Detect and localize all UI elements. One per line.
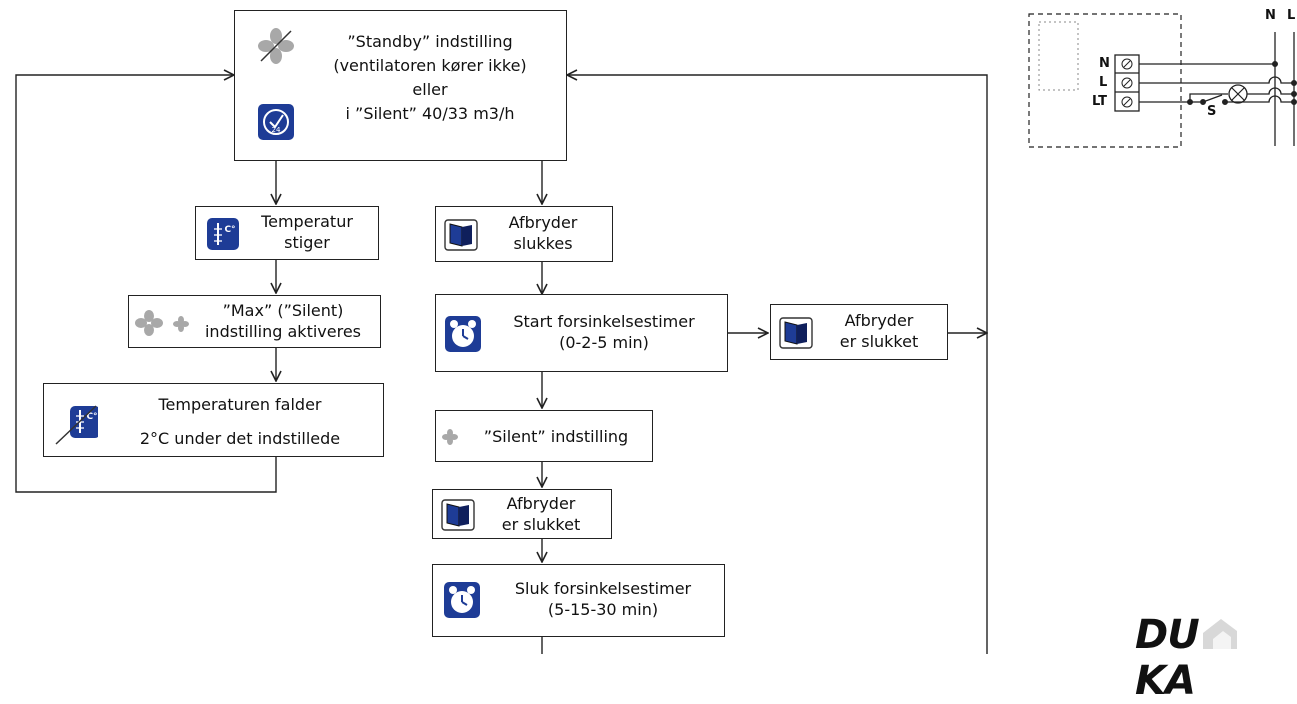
start-delay-timer-text: Start forsinkelsestimer (0-2-5 min) bbox=[513, 312, 695, 352]
terminal-label-l: L bbox=[1099, 75, 1108, 90]
switch-is-off-right-text: Afbryder er slukket bbox=[839, 311, 919, 351]
max-mode-text: ”Max” (”Silent) indstilling aktiveres bbox=[204, 301, 362, 341]
flow-connectors bbox=[15, 13, 1297, 654]
duka-logo: DUKA bbox=[1135, 612, 1297, 704]
logo-text-right: KA bbox=[1135, 658, 1196, 704]
temperature-falls-box: C° Temperaturen falder 2°C under det ind… bbox=[43, 383, 384, 457]
switch-turned-off-box: Afbryder slukkes bbox=[435, 206, 613, 262]
alarm-clock-icon bbox=[444, 582, 480, 618]
svg-text:24: 24 bbox=[272, 126, 281, 134]
alarm-clock-icon bbox=[445, 316, 481, 352]
terminal-label-n: N bbox=[1099, 56, 1110, 71]
fan-max-icon bbox=[135, 310, 163, 336]
svg-text:C°: C° bbox=[86, 412, 97, 422]
start-delay-timer-box: Start forsinkelsestimer (0-2-5 min) bbox=[435, 294, 728, 372]
terminal-label-lt: LT bbox=[1092, 94, 1107, 109]
svg-text:C°: C° bbox=[224, 225, 235, 235]
wall-switch-icon bbox=[441, 499, 475, 531]
switch-is-off-box: Afbryder er slukket bbox=[432, 489, 612, 539]
standby-text: ”Standby” indstilling (ventilatoren køre… bbox=[333, 32, 527, 123]
logo-text-left: DU bbox=[1135, 612, 1200, 658]
house-icon bbox=[1199, 612, 1243, 658]
temperature-falls-line2: 2°C under det indstillede bbox=[139, 429, 341, 448]
wiring-label-n-top: N bbox=[1265, 8, 1276, 23]
temperature-rises-box: C° Temperatur stiger bbox=[195, 206, 379, 260]
timer-24-icon: 24 bbox=[258, 104, 294, 140]
wiring-diagram bbox=[1028, 13, 1297, 148]
max-mode-box: ”Max” (”Silent) indstilling aktiveres bbox=[128, 295, 381, 348]
switch-is-off-right-box: Afbryder er slukket bbox=[770, 304, 948, 360]
silent-mode-text: ”Silent” indstilling bbox=[483, 427, 629, 446]
switch-is-off-text: Afbryder er slukket bbox=[501, 494, 581, 534]
stop-delay-timer-text: Sluk forsinkelsestimer (5-15-30 min) bbox=[514, 579, 692, 619]
switch-label-s: S bbox=[1207, 104, 1217, 119]
wall-switch-icon bbox=[779, 317, 813, 349]
thermometer-off-icon: C° bbox=[55, 405, 98, 445]
silent-mode-box: ”Silent” indstilling bbox=[435, 410, 653, 462]
wall-switch-icon bbox=[444, 219, 478, 251]
wiring-label-l-top: L bbox=[1287, 8, 1296, 23]
stop-delay-timer-box: Sluk forsinkelsestimer (5-15-30 min) bbox=[432, 564, 725, 637]
fan-off-icon bbox=[258, 28, 294, 64]
temperature-falls-line1: Temperaturen falder bbox=[158, 395, 322, 414]
temperature-rises-text: Temperatur stiger bbox=[261, 212, 353, 252]
thermometer-icon: C° bbox=[207, 218, 239, 250]
standby-box: 24 ”Standby” indstilling (ventilatoren k… bbox=[234, 10, 567, 161]
switch-turned-off-text: Afbryder slukkes bbox=[508, 213, 578, 253]
fan-small-icon bbox=[442, 429, 458, 445]
fan-small-icon bbox=[173, 316, 189, 332]
